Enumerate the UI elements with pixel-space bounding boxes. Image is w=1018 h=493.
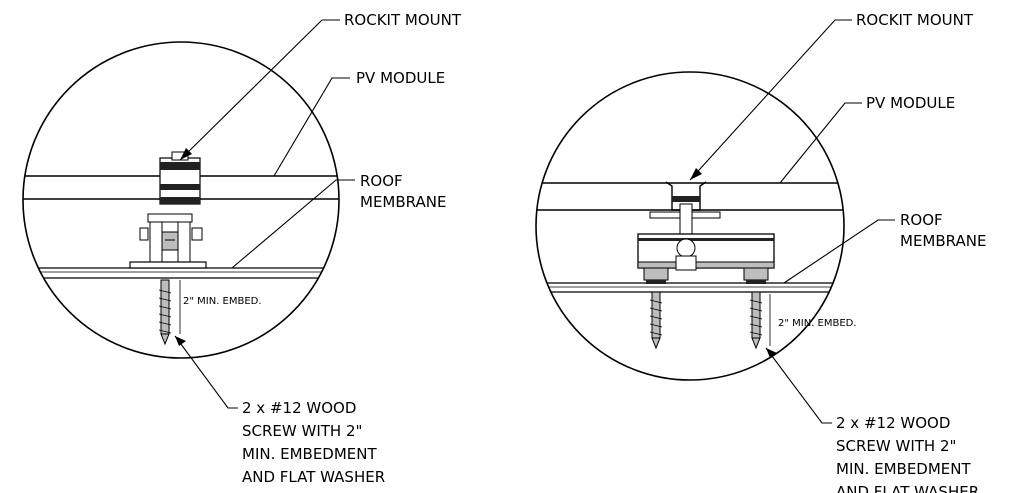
right-pv-module-label: PV MODULE	[866, 94, 955, 112]
right-rockit-mount	[637, 181, 775, 284]
right-screw-note-line3: MIN. EMBEDMENT	[836, 460, 972, 478]
right-embed-label: 2" MIN. EMBED.	[778, 318, 857, 329]
right-screw-note-line4: AND FLAT WASHER	[836, 483, 979, 493]
left-wood-screw	[158, 279, 172, 346]
left-detail-circle	[22, 41, 340, 359]
right-screw-leader	[765, 347, 832, 424]
right-detail-circle	[535, 71, 845, 381]
left-roof-membrane-label-line2: MEMBRANE	[360, 193, 446, 211]
left-roof-membrane-label-line1: ROOF	[360, 172, 403, 190]
left-screw-note-line4: AND FLAT WASHER	[242, 468, 385, 486]
right-wood-screw-left	[649, 291, 663, 350]
right-screw-note-line2: SCREW WITH 2"	[836, 437, 956, 455]
right-roof-membrane-label-line2: MEMBRANE	[900, 232, 986, 250]
left-screw-note-line3: MIN. EMBEDMENT	[242, 445, 378, 463]
right-roof-membrane	[536, 282, 844, 293]
left-rockit-mount-leader	[179, 19, 340, 161]
right-screw-note-line1: 2 x #12 WOOD	[836, 414, 950, 432]
right-rockit-mount-leader	[689, 19, 852, 181]
right-roof-membrane-leader	[783, 219, 895, 284]
right-detail: 2" MIN. EMBED. ROCKIT MOUNT PV MODULE RO…	[535, 11, 986, 493]
left-screw-note-line2: SCREW WITH 2"	[242, 422, 362, 440]
right-rockit-mount-label: ROCKIT MOUNT	[856, 11, 974, 29]
left-screw-leader	[174, 335, 238, 409]
right-roof-membrane-label-line1: ROOF	[900, 211, 943, 229]
left-embed-label: 2" MIN. EMBED.	[183, 296, 262, 307]
left-rockit-mount-label: ROCKIT MOUNT	[344, 11, 462, 29]
right-pv-module-leader	[779, 102, 862, 184]
left-detail: 2" MIN. EMBED. ROCKIT MOUNT PV MODULE RO…	[22, 11, 462, 486]
left-screw-note-line1: 2 x #12 WOOD	[242, 399, 356, 417]
left-roof-membrane	[23, 267, 339, 279]
right-wood-screw-right	[749, 291, 763, 350]
left-pv-module-leader	[273, 77, 350, 177]
left-roof-membrane-leader	[231, 179, 355, 269]
left-rockit-mount	[129, 151, 207, 269]
left-pv-module-label: PV MODULE	[356, 69, 445, 87]
